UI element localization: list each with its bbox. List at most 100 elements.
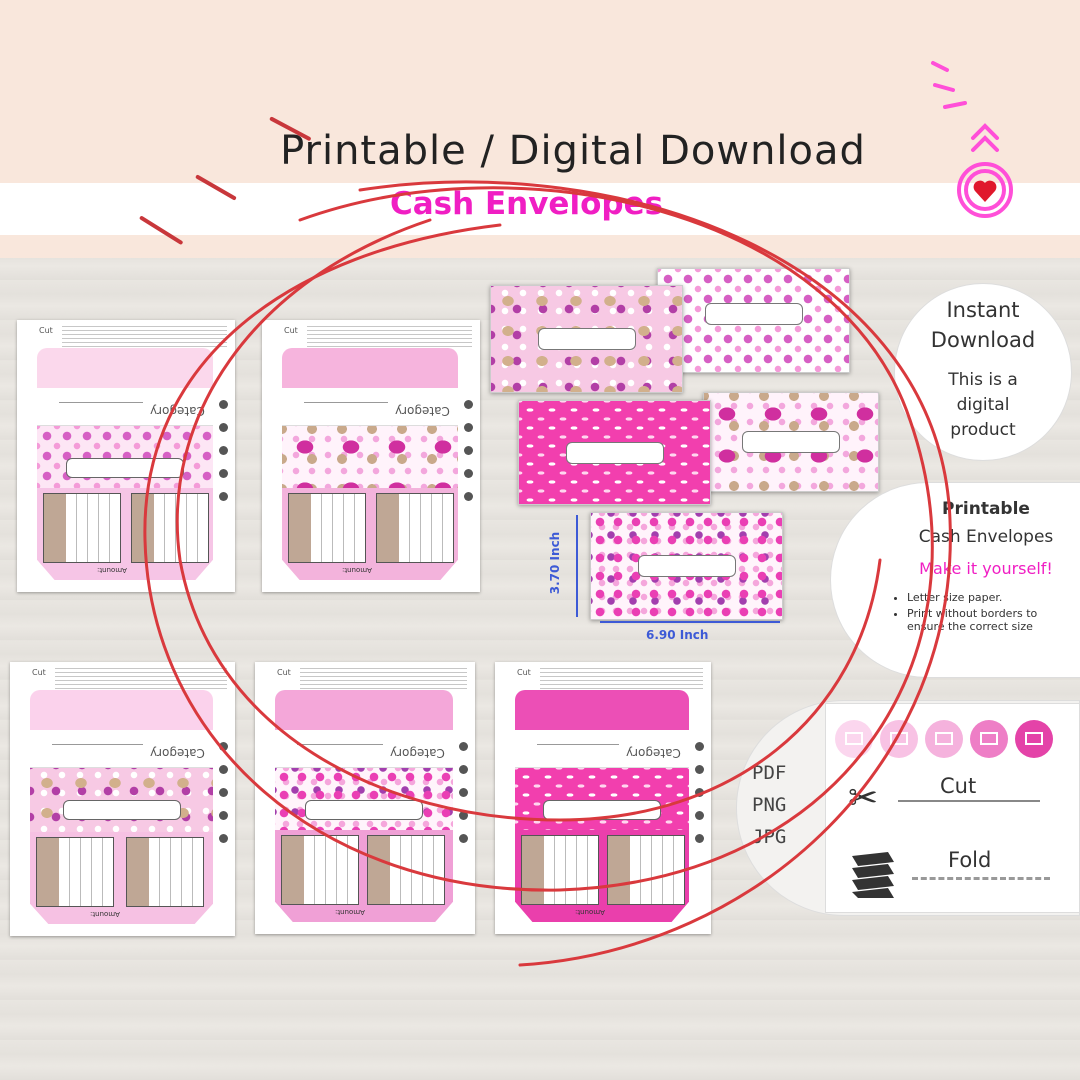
instant-line1: Instant: [946, 298, 1020, 322]
register-table: [376, 493, 454, 563]
cut-line: [898, 800, 1040, 802]
envelope-card-doghouse: [703, 392, 879, 492]
envelope-label-box: [565, 441, 664, 464]
category-label: Category: [626, 746, 681, 760]
cut-label: Cut: [517, 668, 531, 677]
cut-label: Cut: [277, 668, 291, 677]
instructions-text: [307, 326, 472, 348]
instructions-text: [300, 668, 467, 690]
envelope-label-box: [704, 302, 803, 325]
cut-legend-label: Cut: [940, 774, 977, 798]
envelope-icon: [880, 720, 918, 758]
register-table: [36, 837, 114, 907]
register-table: [281, 835, 359, 905]
scissors-icon: ✂: [848, 778, 879, 819]
envelope-label-box: [543, 800, 661, 820]
sample-page-puppy: Cut Category Amount:: [10, 662, 235, 936]
envelope-bottom: Amount:: [282, 488, 458, 580]
register-table: [126, 837, 204, 907]
register-table: [521, 835, 599, 905]
register-table: [607, 835, 685, 905]
cut-label: Cut: [39, 326, 53, 335]
printable-title: Printable: [942, 499, 1030, 519]
envelope-body: [37, 426, 213, 490]
instant-line4: digital: [956, 395, 1010, 415]
sample-page-paws: Cut Category Amount:: [255, 662, 475, 934]
instructions-text: [540, 668, 703, 690]
instant-line3: This is a: [948, 370, 1018, 390]
height-dimension-label: 3.70 Inch: [548, 531, 563, 595]
envelope-label-box: [305, 800, 423, 820]
instant-download-badge: Instant Download This is a digital produ…: [894, 283, 1072, 461]
envelope-label-box: [637, 555, 736, 577]
category-bar: Category: [37, 388, 213, 426]
envelope-icon: [835, 720, 873, 758]
envelope-template: Category Amount:: [275, 690, 453, 922]
format-jpg: JPG: [752, 826, 787, 848]
envelope-bottom: Amount:: [37, 488, 213, 580]
category-label: Category: [395, 404, 450, 418]
envelope-body: [515, 768, 689, 832]
envelope-label-box: [62, 800, 181, 820]
category-bar: Category: [30, 730, 213, 768]
envelope-icon: [1015, 720, 1053, 758]
envelope-card-puppy: [490, 285, 683, 393]
category-bar: Category: [515, 730, 689, 768]
amount-label: Amount:: [97, 566, 127, 574]
envelope-label-box: [742, 431, 840, 453]
bullet-paper: Letter size paper.: [907, 591, 1073, 604]
printable-info-badge: Printable Cash Envelopes Make it yoursel…: [830, 482, 1080, 678]
amount-label: Amount:: [335, 908, 365, 916]
neon-heart-icon: [931, 61, 1013, 218]
instructions-text: [55, 668, 227, 690]
envelope-body: [275, 768, 453, 832]
envelope-bottom: Amount:: [515, 830, 689, 922]
envelope-card-bones: [518, 400, 711, 505]
cut-label: Cut: [32, 668, 46, 677]
register-table: [131, 493, 209, 563]
envelope-card-dots: [657, 268, 850, 373]
printable-tagline: Make it yourself!: [919, 559, 1053, 578]
amount-label: Amount:: [342, 566, 372, 574]
envelope-label-box: [66, 458, 184, 478]
envelope-body: [282, 426, 458, 490]
envelope-template: Category Amount:: [515, 690, 689, 922]
format-pdf: PDF: [752, 762, 787, 784]
sample-page-dots: Cut Category Amount:: [17, 320, 235, 592]
envelope-icon: [970, 720, 1008, 758]
sample-page-bones: Cut Category Amount:: [495, 662, 711, 934]
category-bar: Category: [275, 730, 453, 768]
envelope-card-paws: [590, 512, 783, 620]
printable-subtitle: Cash Envelopes: [918, 527, 1054, 547]
envelope-bottom: Amount:: [275, 830, 453, 922]
register-table: [288, 493, 366, 563]
amount-label: Amount:: [575, 908, 605, 916]
register-table: [367, 835, 445, 905]
fold-icon: [852, 852, 894, 898]
height-dimension-line: [576, 515, 578, 617]
register-table: [43, 493, 121, 563]
category-label: Category: [150, 746, 205, 760]
envelope-template: Category Amount:: [282, 348, 458, 580]
instructions-text: [62, 326, 227, 348]
instant-line5: product: [950, 420, 1016, 440]
envelope-template: Category Amount:: [37, 348, 213, 580]
cut-label: Cut: [284, 326, 298, 335]
envelope-icon: [925, 720, 963, 758]
side-icons: [219, 400, 229, 515]
instant-line2: Download: [930, 328, 1036, 352]
side-icons: [464, 400, 474, 515]
printable-bullets: Letter size paper. Print without borders…: [893, 591, 1073, 633]
sample-page-doghouse: Cut Category Amount:: [262, 320, 480, 592]
width-dimension-label: 6.90 Inch: [646, 628, 709, 642]
amount-label: Amount:: [90, 910, 120, 918]
envelope-template: Category Amount:: [30, 690, 213, 924]
envelope-label-box: [537, 328, 636, 350]
side-icons: [219, 742, 229, 857]
format-png: PNG: [752, 794, 787, 816]
fold-line: [912, 877, 1050, 880]
category-bar: Category: [282, 388, 458, 426]
fold-legend-label: Fold: [948, 848, 992, 872]
side-icons: [695, 742, 705, 857]
category-label: Category: [390, 746, 445, 760]
